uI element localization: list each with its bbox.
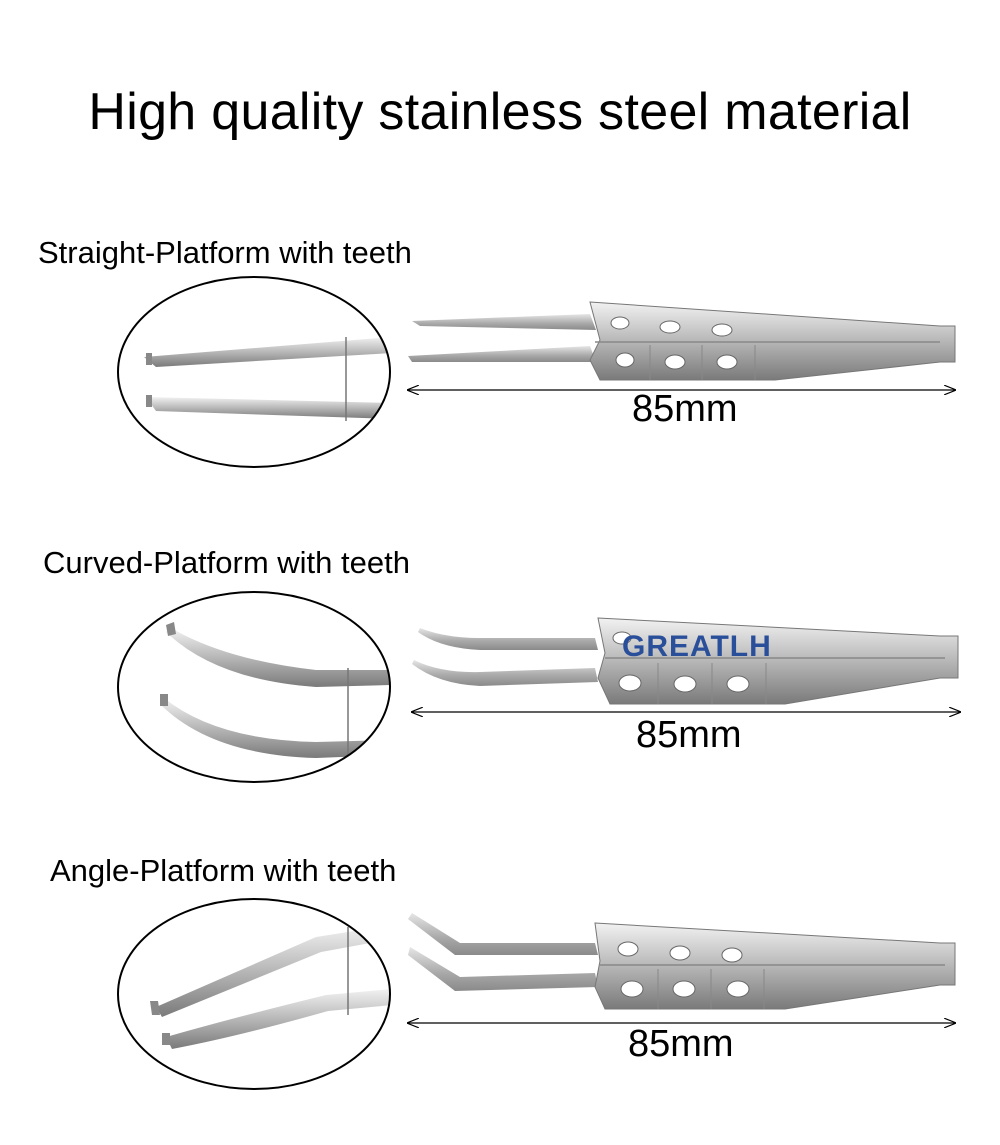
watermark-logo: GREATLH bbox=[622, 630, 772, 663]
tip-detail-angle bbox=[116, 897, 392, 1092]
length-label: 85mm bbox=[636, 714, 742, 756]
headline: High quality stainless steel material bbox=[88, 83, 912, 141]
forceps-straight bbox=[400, 290, 990, 440]
forceps-angle bbox=[400, 905, 990, 1055]
product-section-straight: Straight-Platform with teeth bbox=[0, 225, 1000, 525]
product-section-curved: Curved-Platform with teeth bbox=[0, 538, 1000, 838]
tip-detail-straight bbox=[116, 275, 392, 470]
forceps-curved bbox=[400, 608, 990, 758]
length-label: 85mm bbox=[628, 1023, 734, 1065]
tip-detail-curved bbox=[116, 590, 392, 785]
section-title: Angle-Platform with teeth bbox=[50, 853, 397, 888]
length-label: 85mm bbox=[632, 388, 738, 430]
section-title: Straight-Platform with teeth bbox=[38, 235, 412, 270]
section-title: Curved-Platform with teeth bbox=[43, 545, 410, 580]
product-section-angle: Angle-Platform with teeth bbox=[0, 845, 1000, 1145]
